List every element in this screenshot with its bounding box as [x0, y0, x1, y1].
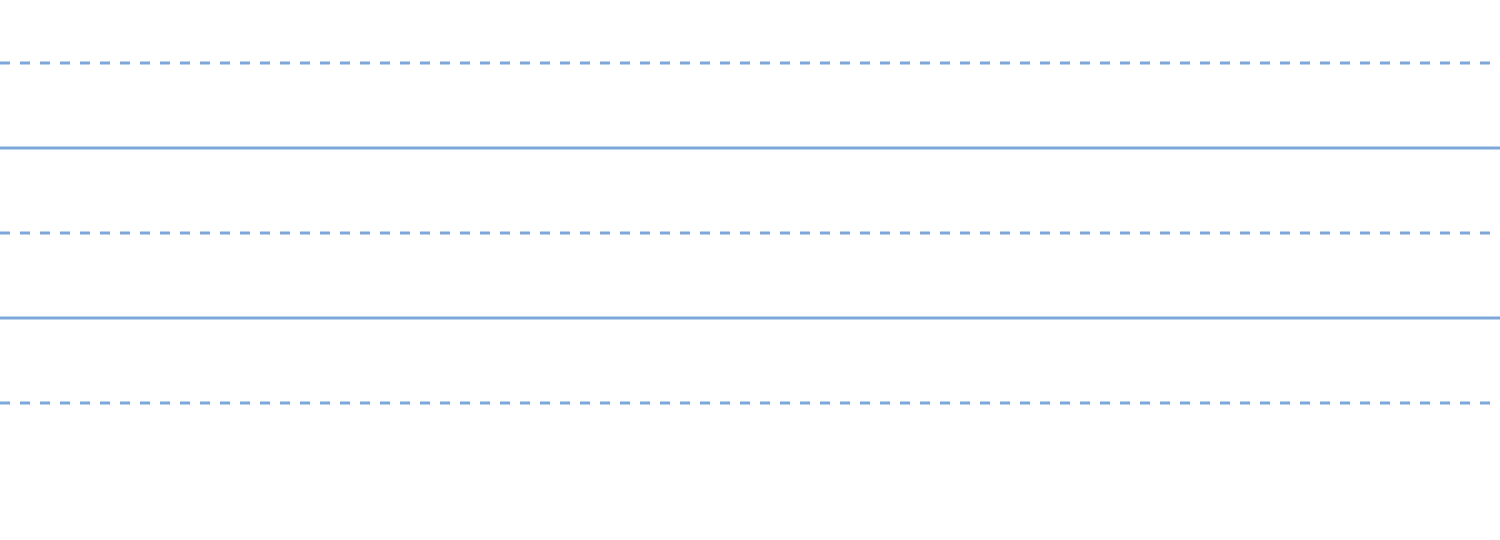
line-group: [0, 231, 1500, 405]
line-group: [0, 61, 1500, 235]
